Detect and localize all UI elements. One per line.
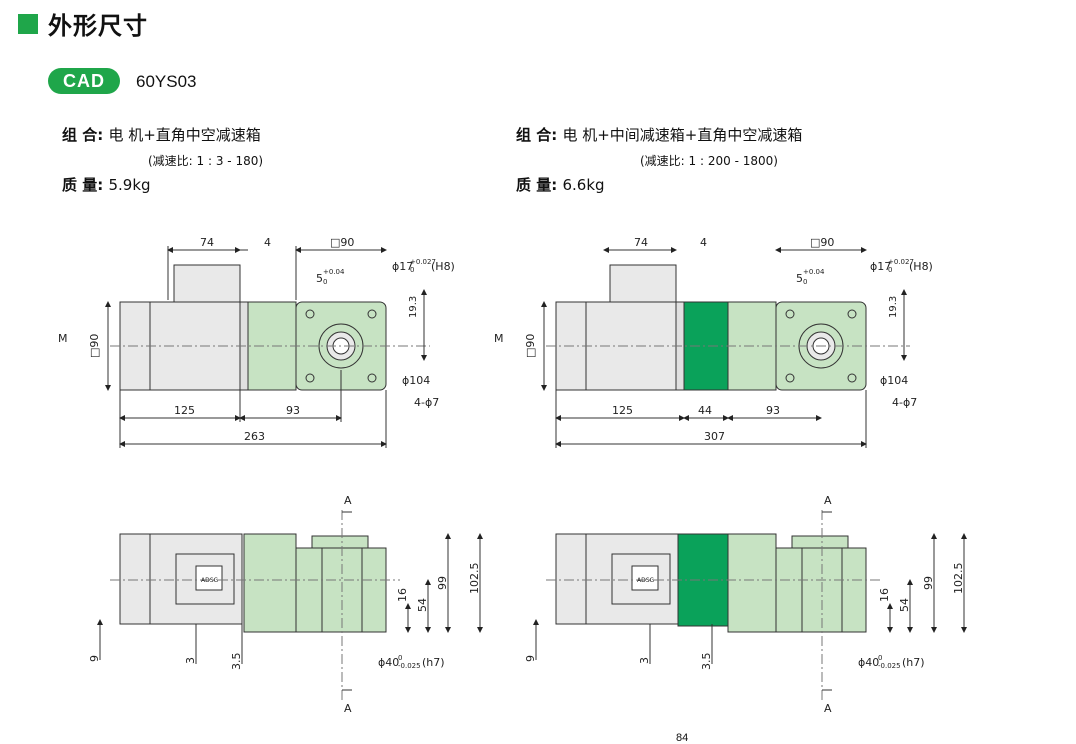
left-mass: 质 量: 5.9kg [62,174,151,195]
bore-fit: (H8) [431,260,455,273]
dim-4: 4 [264,236,271,249]
dim-key-w: 5 [796,272,803,285]
right-mass-value: 6.6kg [562,176,605,194]
nameplate-text: ADSG [201,577,219,584]
left-combo-label: 组 合: [62,126,104,144]
title-square-icon [18,13,38,34]
model-name: 60YS03 [136,72,197,91]
dim-bore: ϕ17 [870,260,891,273]
right-ratio: (减速比: 1 : 200 - 1800) [640,154,778,168]
dim-9: 9 [524,655,537,662]
shaft-fit: (h7) [902,656,925,669]
key-tol-up: +0.04 [323,268,345,276]
section-a-top: A [344,494,352,507]
dim-pcd: ϕ104 [402,374,430,387]
dim-99: 99 [922,576,935,590]
dim-key-h: 19.3 [888,296,899,318]
dim-3: 3 [184,657,197,664]
label-m: M [494,332,504,345]
nameplate-text: ADSG [637,577,655,584]
terminal-box [173,264,241,303]
page-title: 外形尺寸 [18,6,148,41]
key-tol-low: 0 [803,278,807,286]
shaft-tol-low: -0.025 [398,662,421,670]
dim-54: 54 [898,598,911,612]
shaft-tol-low: -0.025 [878,662,901,670]
shaft-tol-up: 0 [398,654,402,662]
title-text: 外形尺寸 [48,12,148,40]
dim-3-5: 3.5 [700,653,713,671]
right-mass: 质 量: 6.6kg [516,174,605,195]
left-top-view [105,246,430,448]
dim-263: 263 [244,430,265,443]
left-ratio: (减速比: 1 : 3 - 180) [148,154,264,168]
dim-shaft: ϕ40 [858,656,879,669]
dim-sq90-side: □90 [88,334,101,358]
dim-74: 74 [634,236,648,249]
dim-sq90: □90 [810,236,834,249]
dim-125: 125 [612,404,633,417]
key-tol-low: 0 [323,278,327,286]
dim-16: 16 [396,588,409,602]
right-side-labels: ADSG A A 9 3 3.5 16 54 99 102.5 ϕ40 0 -0… [524,494,965,715]
bore-fit: (H8) [909,260,933,273]
dim-holes: 4-ϕ7 [414,396,439,409]
right-combo-label: 组 合: [516,126,558,144]
page-number: 84 [676,732,689,744]
cad-button[interactable]: CAD [48,68,120,94]
dim-125: 125 [174,404,195,417]
right-combo-value: 电 机+中间减速箱+直角中空减速箱 [562,126,803,144]
dim-sq90: □90 [330,236,354,249]
left-top-labels: 74 4 □90 125 93 263 M □90 ϕ17 +0.027 0 (… [58,236,455,443]
left-side-labels: ADSG A A 9 3 3.5 16 54 99 102.5 ϕ40 0 -0… [88,494,481,715]
dim-key-w: 5 [316,272,323,285]
label-m: M [58,332,68,345]
bore-tol-low: 0 [410,266,414,274]
dim-102-5: 102.5 [468,563,481,595]
dim-pcd: ϕ104 [880,374,908,387]
left-mass-label: 质 量: [62,176,104,194]
dim-sq90-side: □90 [524,334,537,358]
dim-93: 93 [766,404,780,417]
key-tol-up: +0.04 [803,268,825,276]
left-combo-value: 电 机+直角中空减速箱 [108,126,261,144]
dim-93: 93 [286,404,300,417]
shaft-tol-up: 0 [878,654,882,662]
shaft-fit: (h7) [422,656,445,669]
dim-shaft: ϕ40 [378,656,399,669]
dim-54: 54 [416,598,429,612]
left-mass-value: 5.9kg [108,176,151,194]
dim-key-h: 19.3 [408,296,419,318]
dim-bore: ϕ17 [392,260,413,273]
section-a-bottom: A [344,702,352,715]
dim-16: 16 [878,588,891,602]
section-a-top: A [824,494,832,507]
dim-9: 9 [88,655,101,662]
dim-3-5: 3.5 [230,653,243,671]
nameplate [195,565,223,591]
dim-44: 44 [698,404,712,417]
dim-307: 307 [704,430,725,443]
right-combo: 组 合: 电 机+中间减速箱+直角中空减速箱 [516,124,802,145]
dim-99: 99 [436,576,449,590]
right-side-view [533,510,967,700]
dim-74: 74 [200,236,214,249]
dim-3: 3 [638,657,651,664]
right-top-labels: 74 4 □90 125 44 93 307 M □90 ϕ17 +0.027 … [494,236,933,443]
dim-4: 4 [700,236,707,249]
left-combo: 组 合: 电 机+直角中空减速箱 [62,124,261,145]
dim-102-5: 102.5 [952,563,965,595]
right-mass-label: 质 量: [516,176,558,194]
left-side-view [97,510,483,700]
bore-tol-up: +0.027 [888,258,914,266]
section-a-bottom: A [824,702,832,715]
bore-tol-low: 0 [888,266,892,274]
right-top-view [541,247,910,448]
bore-tol-up: +0.027 [410,258,436,266]
dim-holes: 4-ϕ7 [892,396,917,409]
